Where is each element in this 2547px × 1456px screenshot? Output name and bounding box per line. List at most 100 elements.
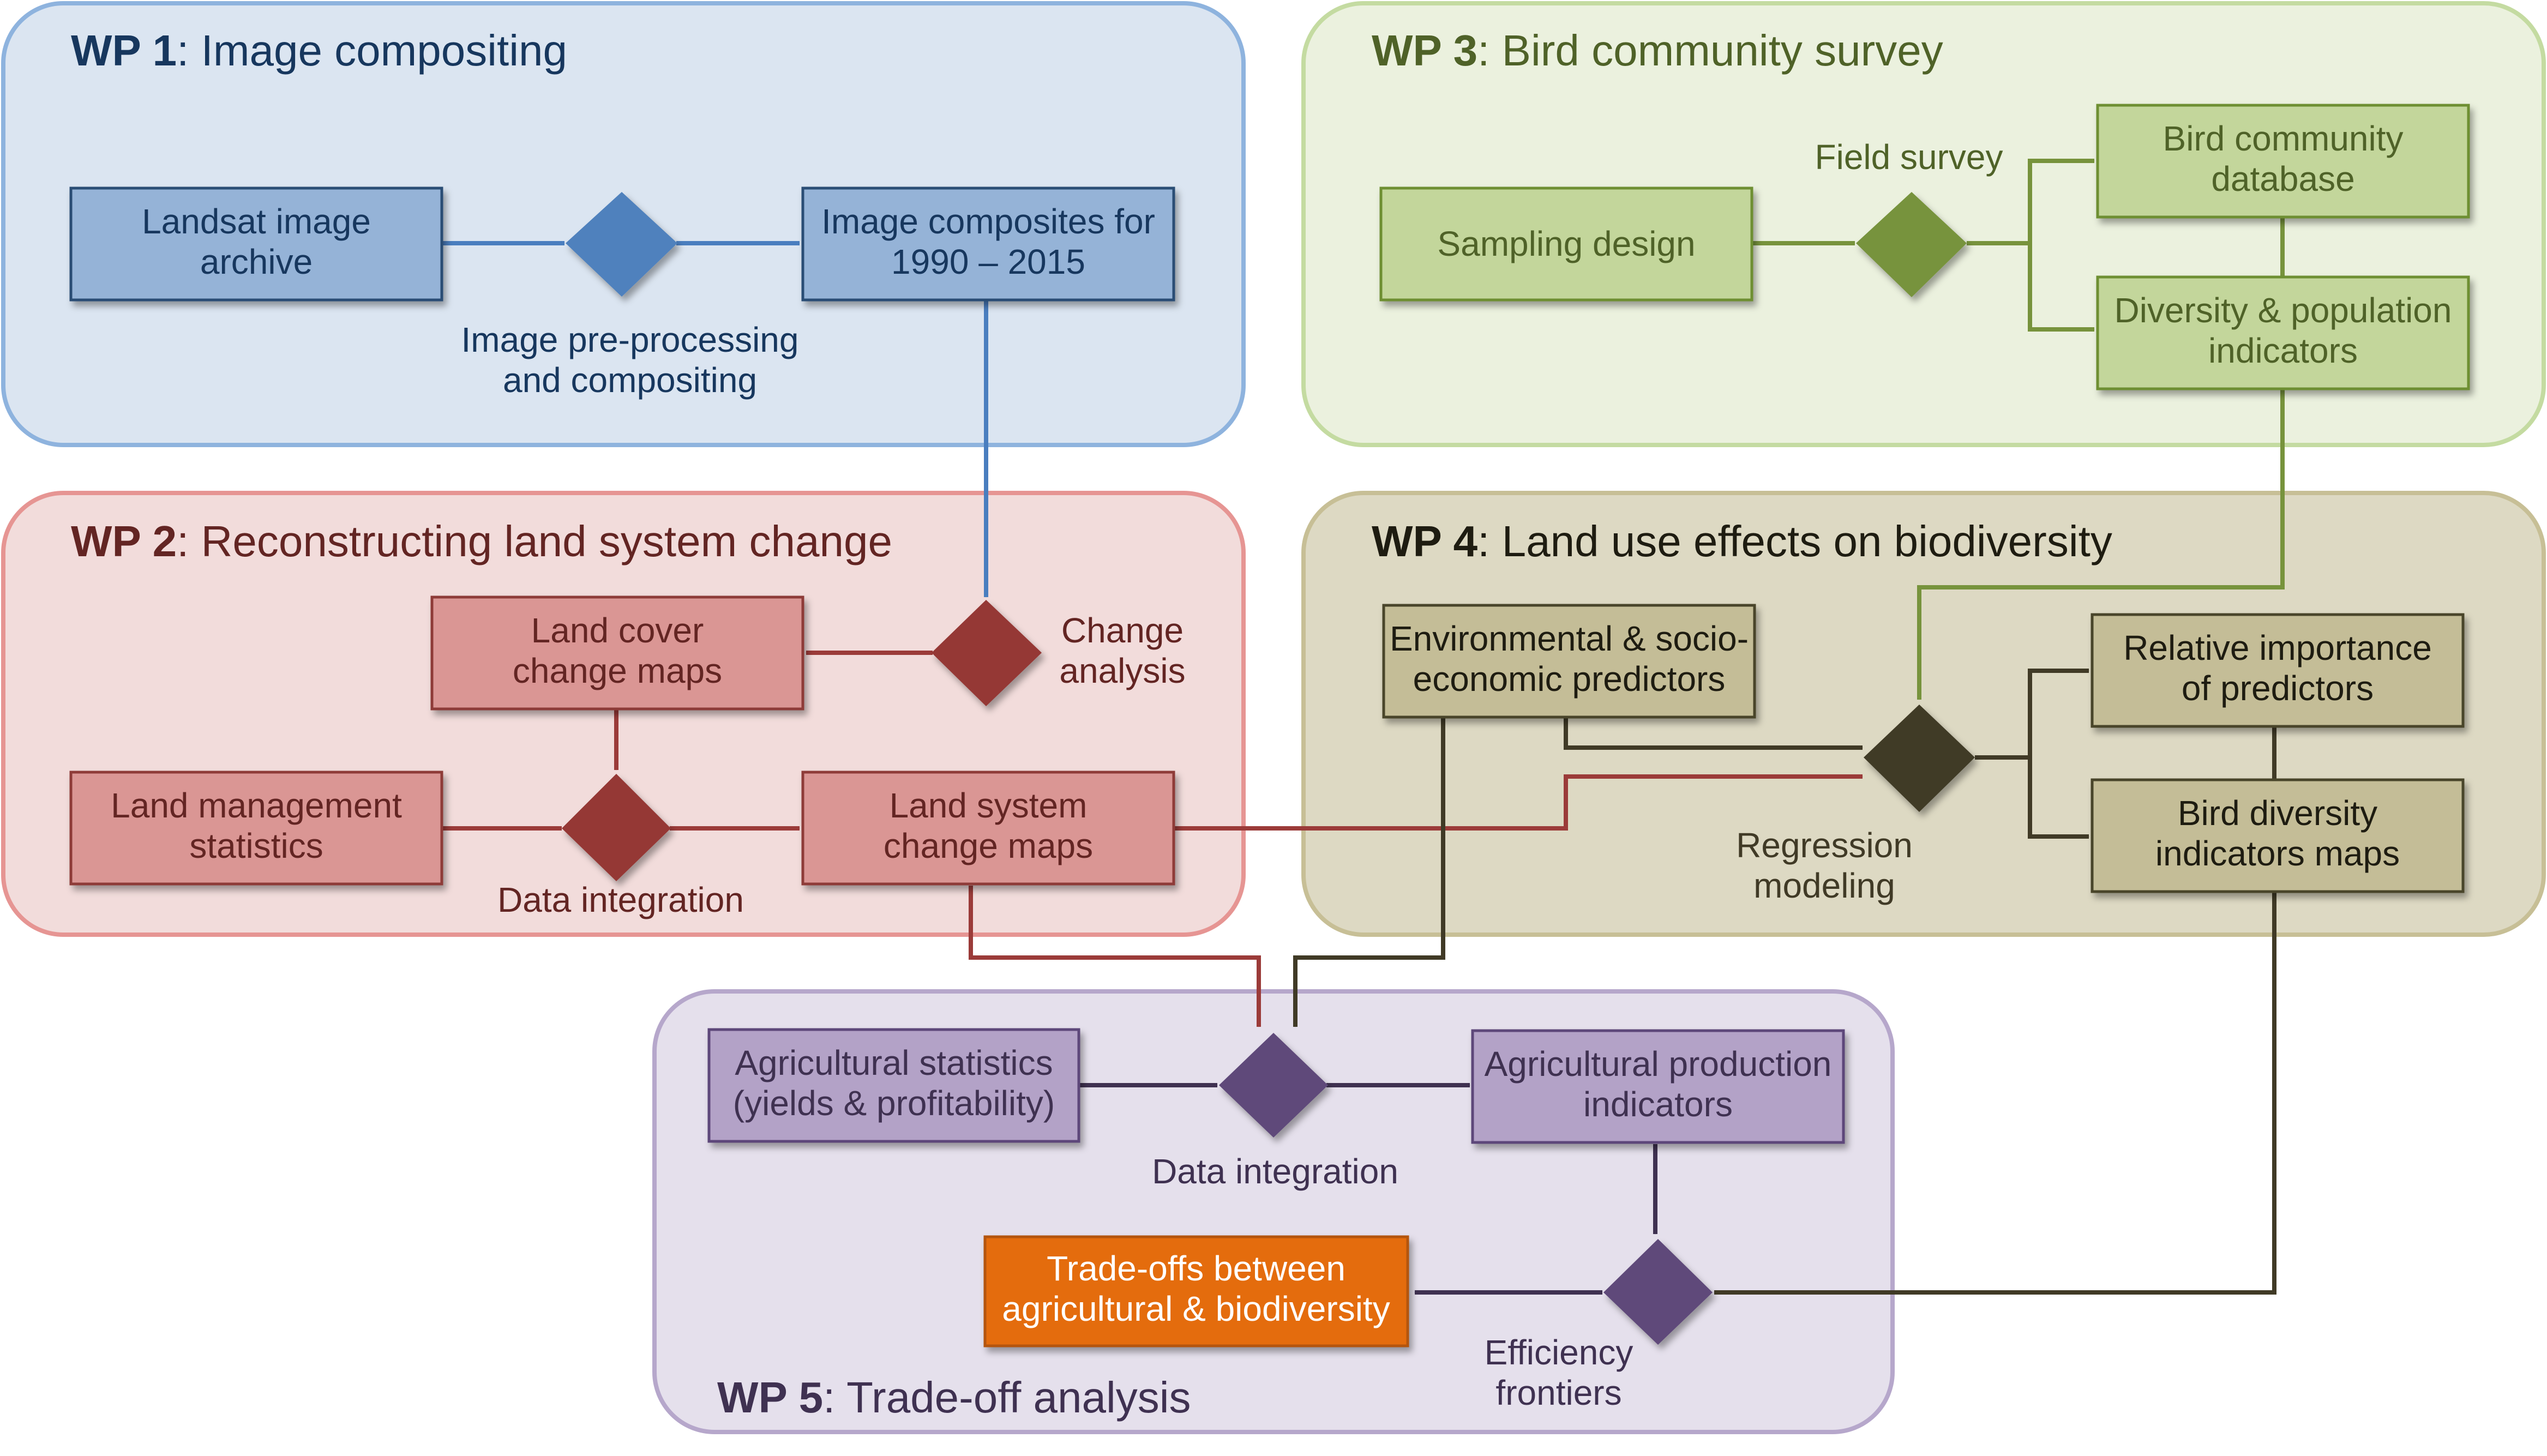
regression-node xyxy=(1864,705,1975,812)
arrow-field-survey-to-diversity xyxy=(2028,243,2095,332)
wp2-data-integration-node xyxy=(562,774,671,881)
agricultural-production-line2: indicators xyxy=(1583,1085,1733,1124)
environmental-predictors-line1: Environmental & socio- xyxy=(1390,619,1749,658)
field-survey-node xyxy=(1856,192,1967,297)
sampling-design-box: Sampling design xyxy=(1379,186,1753,302)
relative-importance-line2: of predictors xyxy=(2182,669,2374,708)
wp5-data-integration-node xyxy=(1219,1033,1328,1138)
arrow-landsystem-to-regression xyxy=(1173,774,1863,831)
wp5-title: WP 5: Trade-off analysis xyxy=(717,1373,1191,1422)
arrow-field-survey-to-database xyxy=(2028,159,2095,243)
wp5-data-integration-label-line1: Data integration xyxy=(1152,1152,1398,1191)
regression-label-line2: modeling xyxy=(1753,866,1895,905)
efficiency-frontiers-label-line2: frontiers xyxy=(1495,1373,1621,1412)
environmental-predictors-box: Environmental & socio-economic predictor… xyxy=(1382,604,1756,719)
land-system-change-line1: Land system xyxy=(890,786,1088,825)
wp1-number: WP 1 xyxy=(71,26,177,75)
agricultural-production-line1: Agricultural production xyxy=(1485,1044,1832,1084)
regression-label-line1: Regression xyxy=(1736,826,1913,865)
wp2-data-integration-label-line1: Data integration xyxy=(497,880,744,919)
land-cover-change-line2: change maps xyxy=(513,651,722,690)
arrow-landsystem-to-wp5-integration xyxy=(969,886,1261,1027)
arrow-regression-to-importance xyxy=(2028,669,2089,757)
image-composites-line2: 1990 – 2015 xyxy=(891,242,1085,281)
wp5-data-integration-label: Data integration xyxy=(1152,1152,1398,1191)
environmental-predictors-line2: economic predictors xyxy=(1413,659,1726,699)
field-survey-label-line1: Field survey xyxy=(1815,137,2003,177)
change-analysis-label-line2: analysis xyxy=(1059,651,1185,690)
wp3-title-text: : Bird community survey xyxy=(1477,26,1943,75)
wp1-title-text: : Image compositing xyxy=(177,26,567,75)
bird-diversity-maps-line2: indicators maps xyxy=(2155,834,2400,873)
field-survey-label: Field survey xyxy=(1815,137,2003,177)
wp1-title: WP 1: Image compositing xyxy=(71,26,567,75)
land-management-stats-line2: statistics xyxy=(189,826,323,865)
efficiency-frontiers-node xyxy=(1603,1239,1713,1345)
arrow-predictors-to-wp5-integration xyxy=(1293,718,1445,1027)
wp2-title-text: : Reconstructing land system change xyxy=(177,517,892,565)
landsat-archive-line2: archive xyxy=(200,242,313,281)
land-management-stats-line1: Land management xyxy=(111,786,402,825)
agricultural-statistics-line1: Agricultural statistics xyxy=(735,1043,1053,1082)
efficiency-frontiers-label-line1: Efficiency xyxy=(1485,1333,1633,1372)
change-analysis-label-line1: Change xyxy=(1061,611,1184,650)
bird-diversity-maps-line1: Bird diversity xyxy=(2178,793,2377,833)
wp2-data-integration-label: Data integration xyxy=(497,880,744,919)
bird-community-database-line2: database xyxy=(2211,159,2354,198)
svg-text:Sampling design: Sampling design xyxy=(1437,224,1695,263)
diversity-population-line2: indicators xyxy=(2208,331,2358,370)
wp3-number: WP 3 xyxy=(1372,26,1477,75)
land-system-change-line2: change maps xyxy=(884,826,1093,865)
wp4-title-text: : Land use effects on biodiversity xyxy=(1477,517,2112,565)
image-composites-line1: Image composites for xyxy=(821,202,1155,241)
arrow-regression-to-birdmaps xyxy=(2028,757,2089,839)
wp5-number: WP 5 xyxy=(717,1373,823,1422)
wp4-title: WP 4: Land use effects on biodiversity xyxy=(1372,517,2112,565)
preprocessing-label-line2: and compositing xyxy=(503,360,757,400)
arrow-birdmaps-to-efficiency xyxy=(1714,892,2276,1295)
wp2-number: WP 2 xyxy=(71,517,177,565)
wp2-title: WP 2: Reconstructing land system change xyxy=(71,517,892,565)
tradeoffs-line1: Trade-offs between xyxy=(1047,1249,1345,1288)
agricultural-statistics-line2: (yields & profitability) xyxy=(733,1084,1055,1123)
arrow-predictors-to-regression xyxy=(1564,718,1863,750)
agricultural-statistics-box: Agricultural statistics(yields & profita… xyxy=(707,1028,1080,1143)
svg-text:Agricultural statistics(yields: Agricultural statistics(yields & profita… xyxy=(733,1043,1055,1123)
relative-importance-line1: Relative importance xyxy=(2123,628,2432,667)
sampling-design-label: Sampling design xyxy=(1437,224,1695,263)
landsat-archive-line1: Landsat image xyxy=(142,202,371,241)
wp5-title-text: : Trade-off analysis xyxy=(823,1373,1191,1422)
preprocessing-node xyxy=(566,192,677,297)
tradeoffs-line2: agricultural & biodiversity xyxy=(1002,1289,1390,1328)
svg-text:Environmental & socio-economic: Environmental & socio-economic predictor… xyxy=(1390,619,1749,699)
change-analysis-node xyxy=(932,600,1042,706)
